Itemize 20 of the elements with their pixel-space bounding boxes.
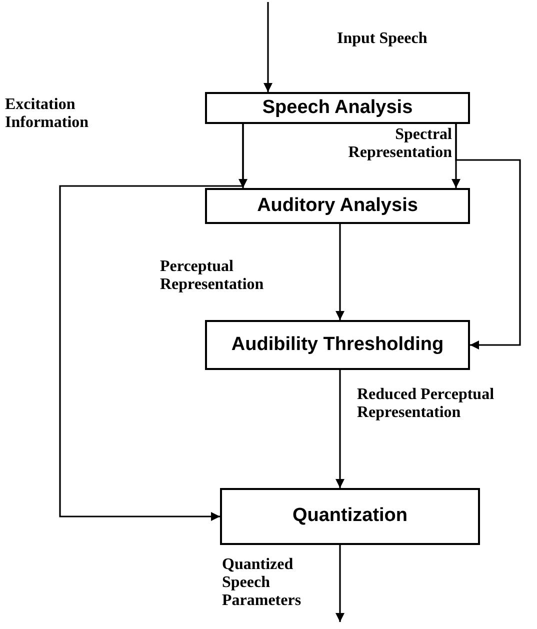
edge-label: Spectral Representation: [347, 126, 452, 162]
arrow: [59, 124, 244, 521]
edge-label: Perceptual Representation: [160, 258, 265, 294]
arrow: [455, 124, 521, 350]
process-box: [205, 188, 470, 224]
box-label: Speech Analysis: [262, 96, 413, 120]
edge-label: Input Speech: [337, 30, 428, 48]
box-label: Auditory Analysis: [257, 194, 418, 218]
process-box: [205, 320, 470, 370]
process-box: [220, 488, 480, 545]
edge-label: Reduced Perceptual Representation: [357, 386, 496, 422]
box-label: Audibility Thresholding: [231, 332, 444, 357]
box-label: Quantization: [292, 504, 408, 528]
process-box: [205, 92, 470, 124]
arrow: [336, 224, 344, 320]
arrow: [336, 545, 344, 622]
arrow: [336, 370, 344, 488]
edge-label: Quantized Speech Parameters: [222, 556, 302, 610]
arrow: [264, 2, 272, 92]
edge-label: Excitation Information: [5, 96, 90, 132]
